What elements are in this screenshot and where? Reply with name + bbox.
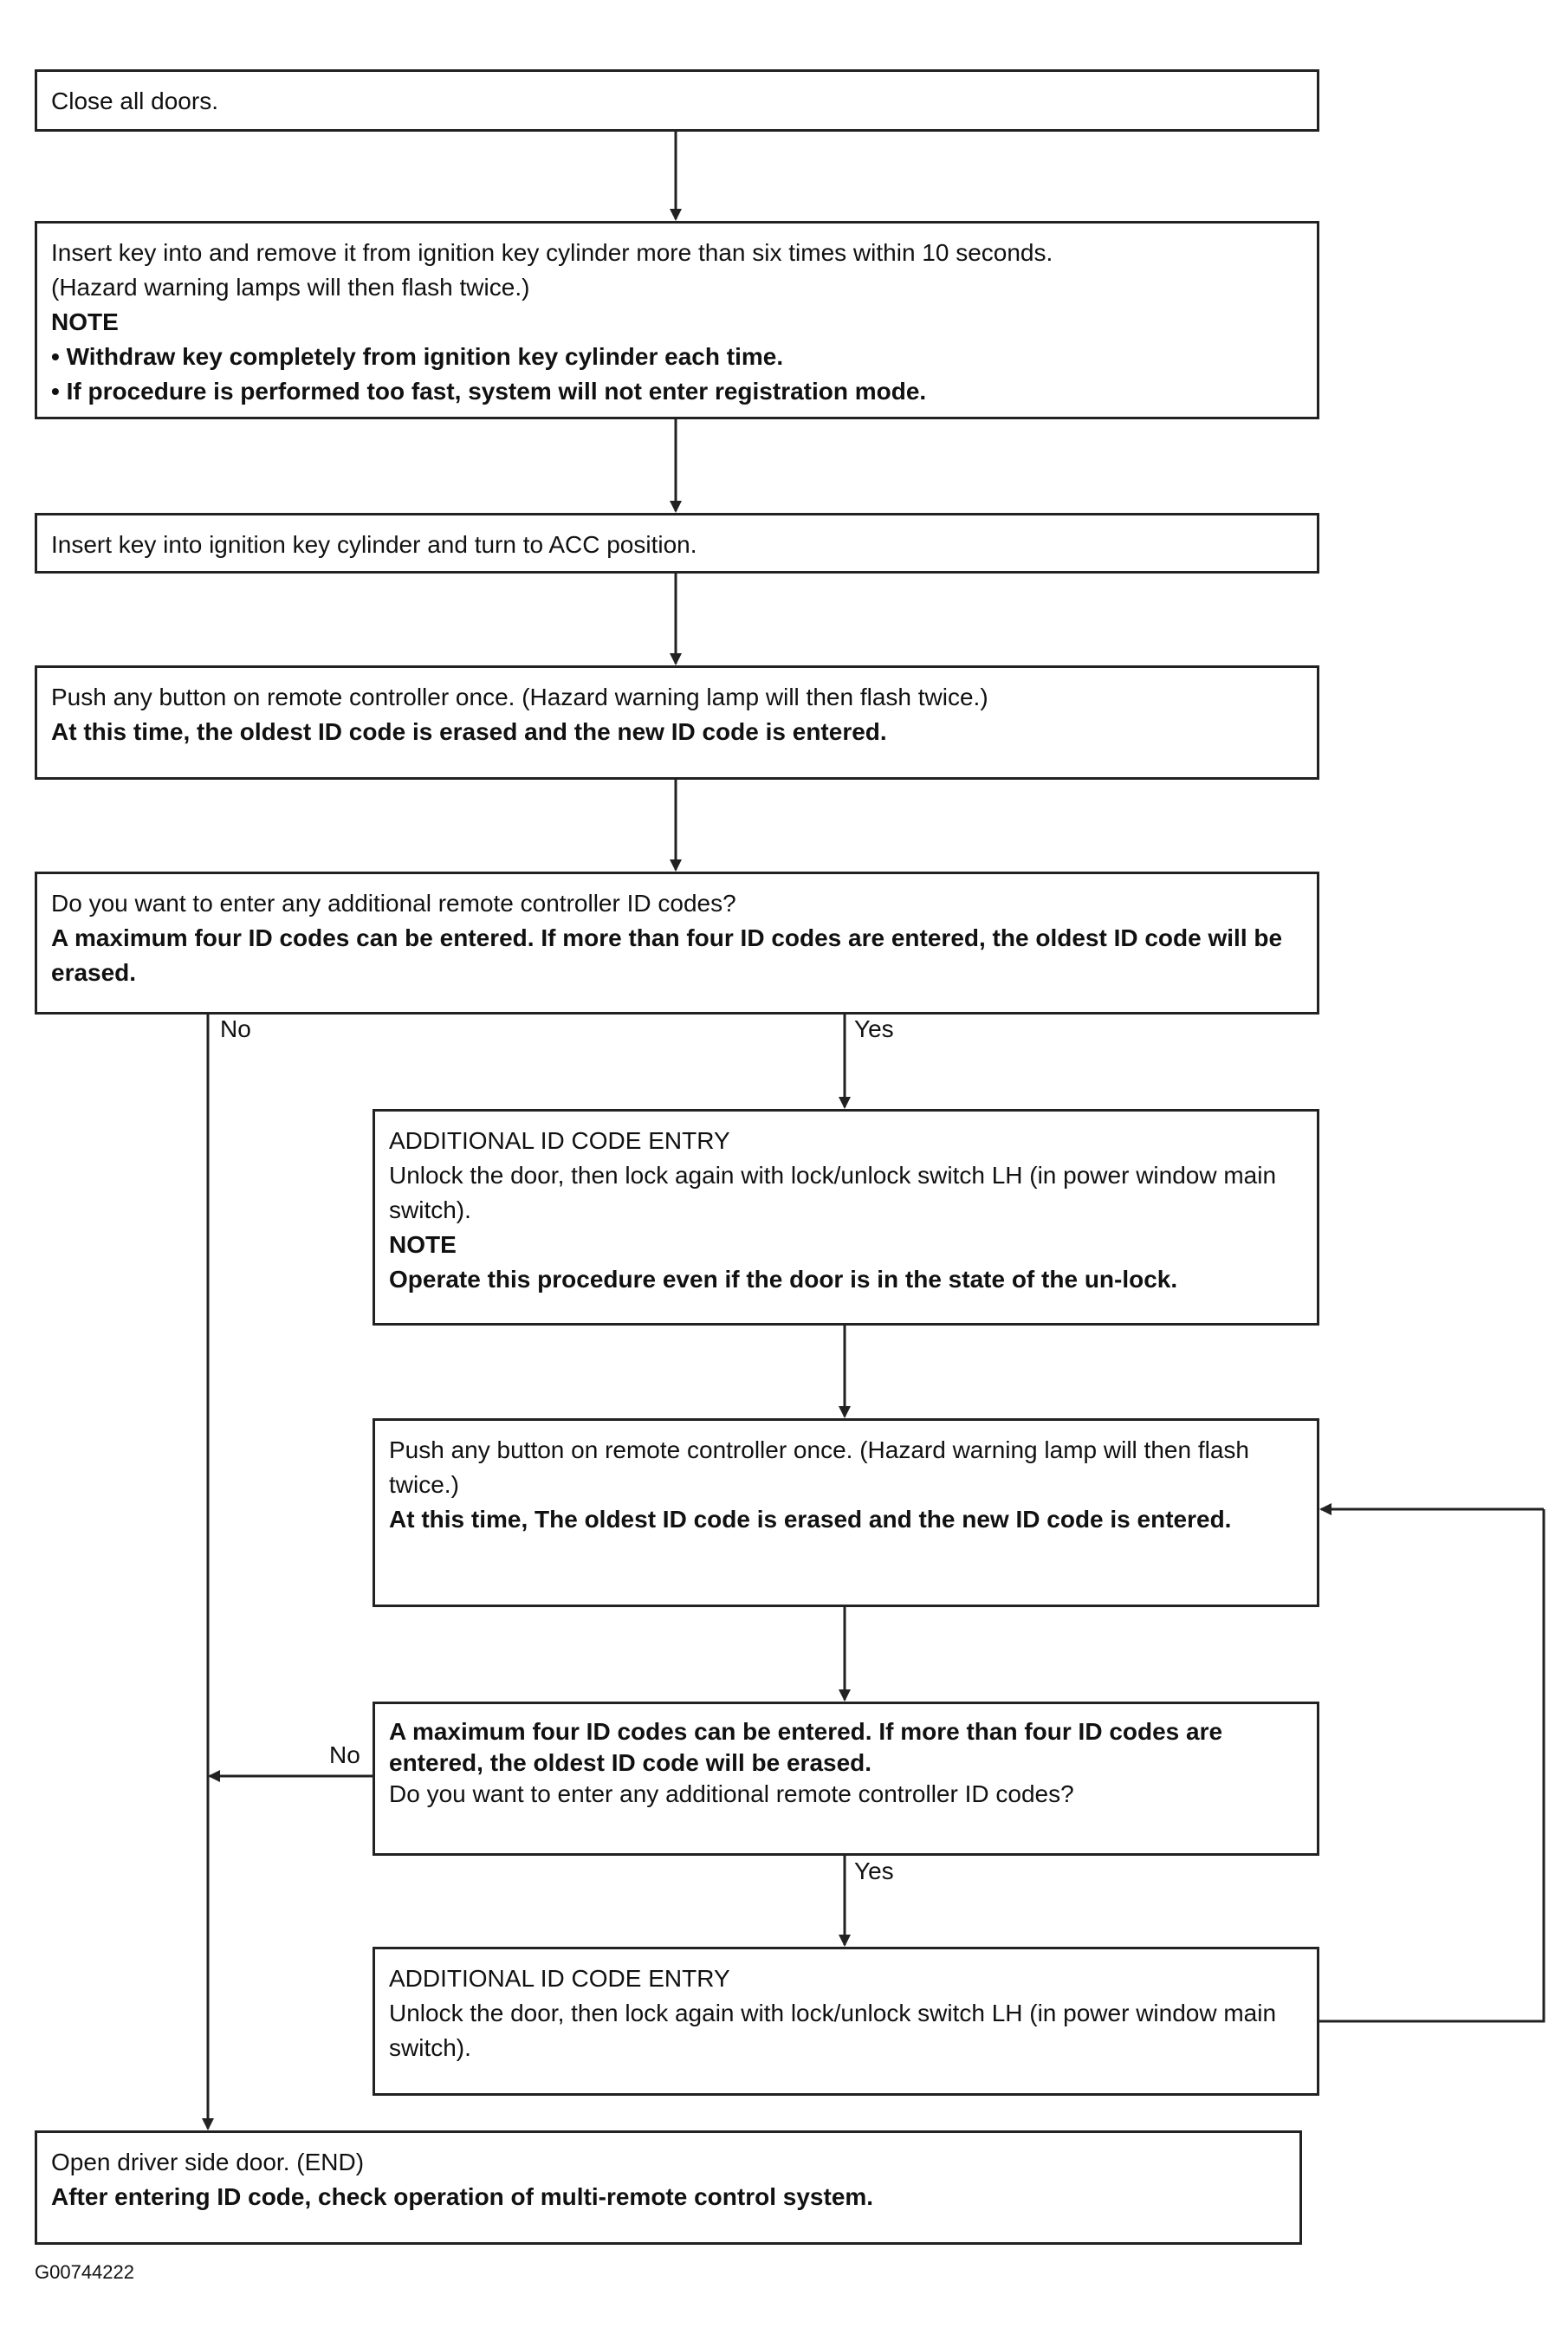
acc-text: Insert key into ignition key cylinder an… <box>51 531 697 558</box>
question-second-box: A maximum four ID codes can be entered. … <box>373 1702 1319 1856</box>
insert-remove-box: Insert key into and remove it from ignit… <box>35 221 1319 419</box>
question-first-line1: Do you want to enter any additional remo… <box>51 890 736 917</box>
acc-box: Insert key into ignition key cylinder an… <box>35 513 1319 574</box>
additional-entry-1-text: Unlock the door, then lock again with lo… <box>389 1162 1277 1223</box>
additional-entry-2-text: Unlock the door, then lock again with lo… <box>389 2000 1277 2061</box>
note-bullet-2: • If procedure is performed too fast, sy… <box>51 378 927 405</box>
question-first-box: Do you want to enter any additional remo… <box>35 872 1319 1015</box>
no-label-second: No <box>329 1741 360 1769</box>
additional-entry-1-box: ADDITIONAL ID CODE ENTRY Unlock the door… <box>373 1109 1319 1326</box>
close-doors-text: Close all doors. <box>51 88 218 114</box>
note-bullet-1: • Withdraw key completely from ignition … <box>51 343 784 370</box>
question-second-line: Do you want to enter any additional remo… <box>389 1780 1074 1807</box>
push-first-line2: At this time, the oldest ID code is eras… <box>51 718 887 745</box>
push-second-line2: At this time, The oldest ID code is eras… <box>389 1506 1232 1533</box>
question-first-line2: A maximum four ID codes can be entered. … <box>51 924 1283 986</box>
yes-label-second: Yes <box>854 1857 894 1885</box>
question-second-bold: A maximum four ID codes can be entered. … <box>389 1718 1223 1776</box>
close-doors-box: Close all doors. <box>35 69 1319 132</box>
insert-remove-line1: Insert key into and remove it from ignit… <box>51 239 1053 266</box>
figure-id: G00744222 <box>35 2261 134 2283</box>
end-line1: Open driver side door. (END) <box>51 2149 365 2175</box>
no-label-first: No <box>220 1015 251 1043</box>
end-box: Open driver side door. (END) After enter… <box>35 2130 1302 2245</box>
push-second-box: Push any button on remote controller onc… <box>373 1418 1319 1607</box>
additional-entry-2-box: ADDITIONAL ID CODE ENTRY Unlock the door… <box>373 1947 1319 2096</box>
additional-entry-1-note: NOTE <box>389 1231 457 1258</box>
note-label: NOTE <box>51 308 119 335</box>
push-first-line1: Push any button on remote controller onc… <box>51 684 988 710</box>
additional-entry-1-bold: Operate this procedure even if the door … <box>389 1266 1178 1293</box>
yes-label-first: Yes <box>854 1015 894 1043</box>
push-second-line1: Push any button on remote controller onc… <box>389 1436 1249 1498</box>
end-line2: After entering ID code, check operation … <box>51 2183 874 2210</box>
insert-remove-line2: (Hazard warning lamps will then flash tw… <box>51 274 530 301</box>
additional-entry-1-title: ADDITIONAL ID CODE ENTRY <box>389 1127 730 1154</box>
loop-back-connector <box>1319 1509 1545 2023</box>
push-first-box: Push any button on remote controller onc… <box>35 665 1319 780</box>
additional-entry-2-title: ADDITIONAL ID CODE ENTRY <box>389 1965 730 1992</box>
